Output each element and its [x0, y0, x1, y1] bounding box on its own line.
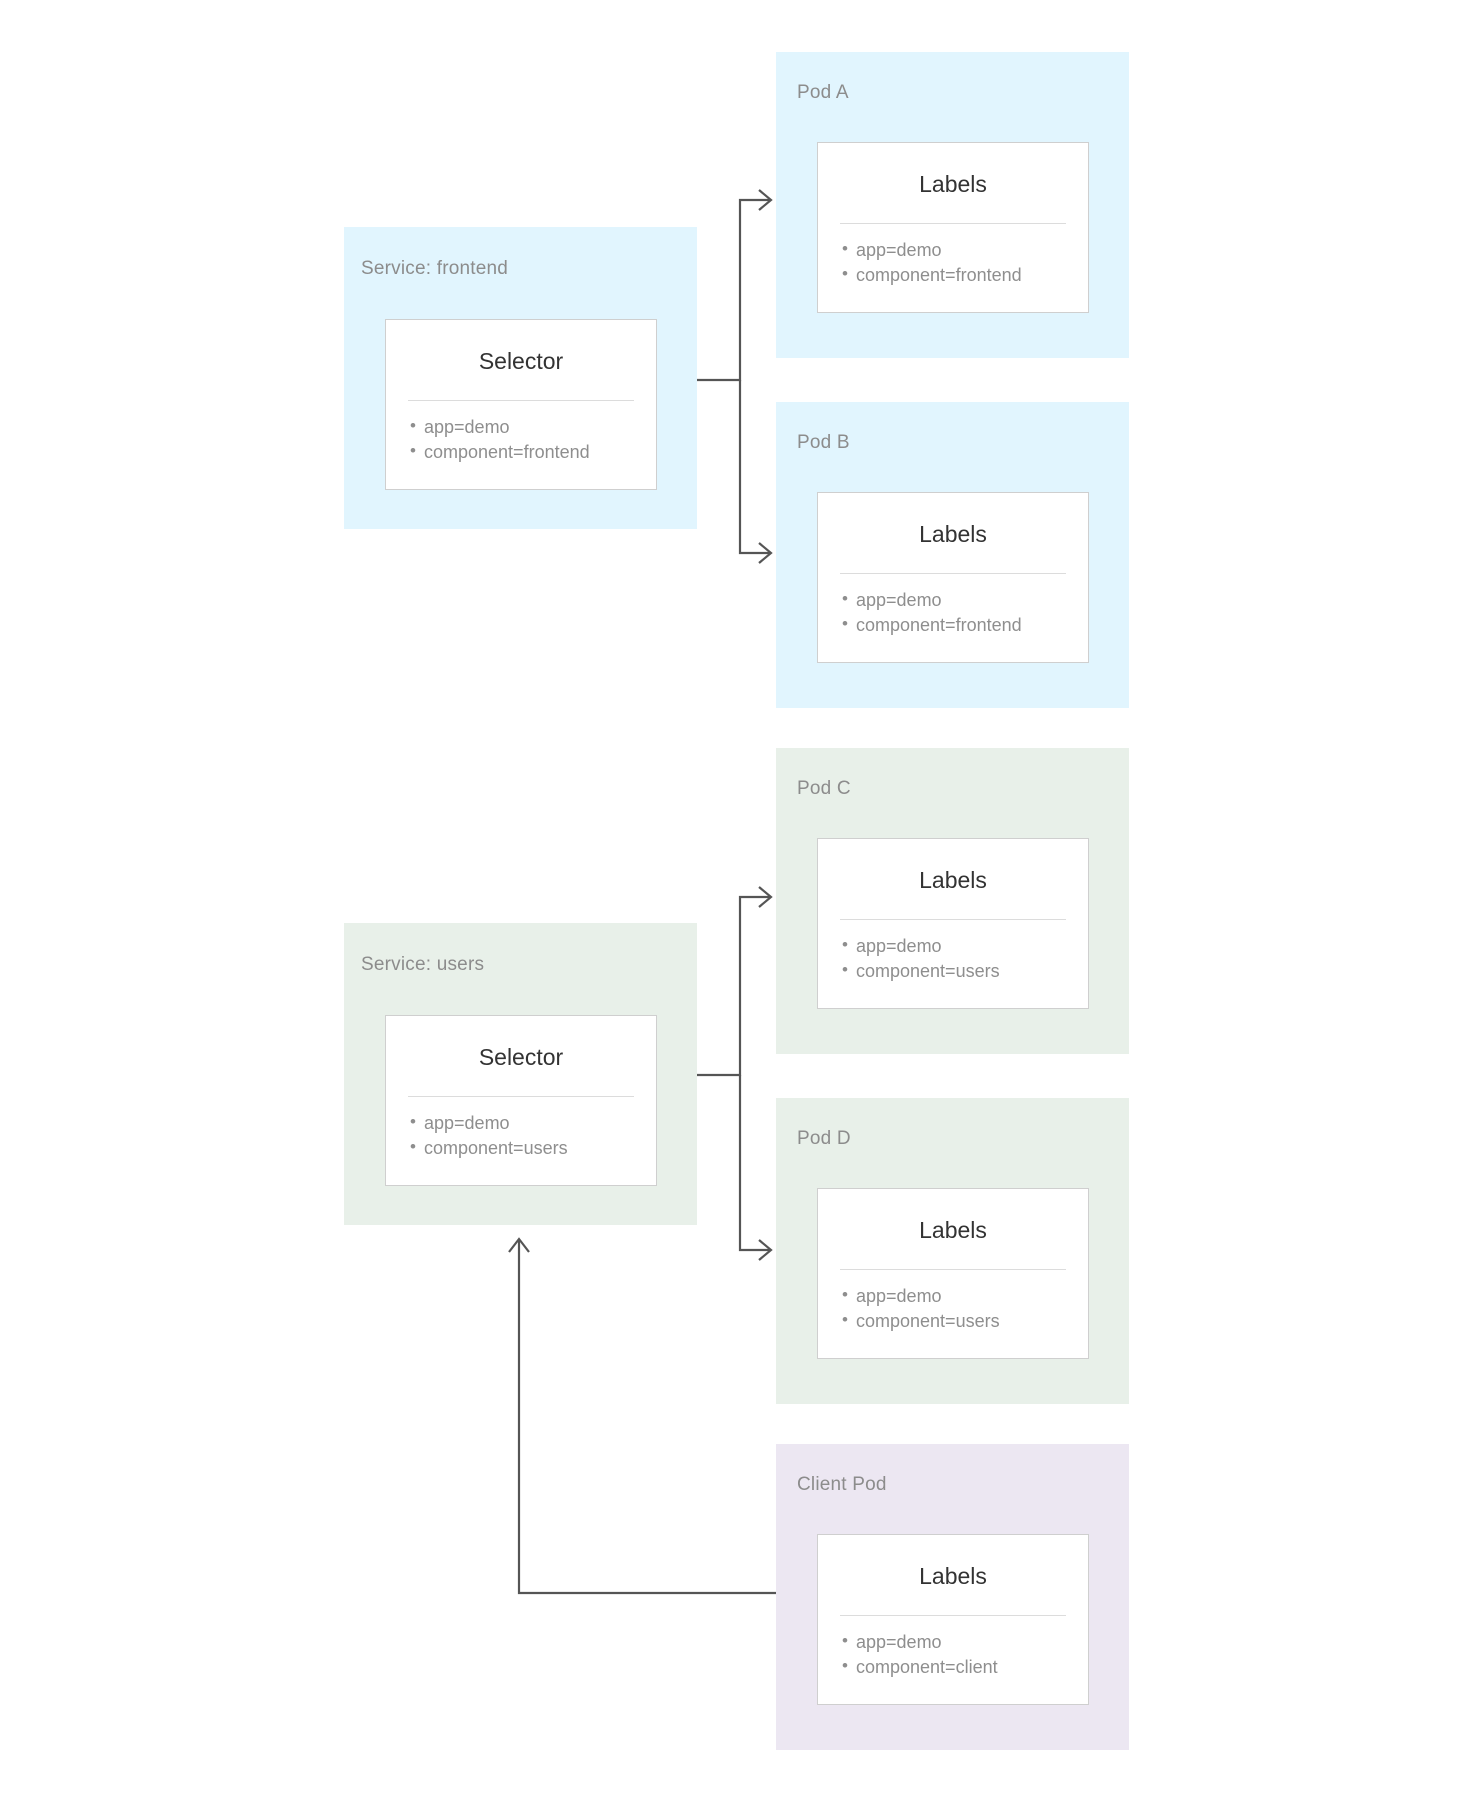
pod-label-list: app=demo component=users: [818, 920, 1088, 985]
list-item: component=users: [842, 958, 1088, 985]
pod-d-labels-card: Labels app=demo component=users: [817, 1188, 1089, 1359]
list-item: app=demo: [410, 414, 656, 441]
list-item: component=frontend: [410, 439, 656, 466]
list-item: app=demo: [842, 933, 1088, 960]
card-divider: [840, 572, 1066, 574]
arrowhead-pod-a: [758, 189, 773, 211]
connector-users-to-pod-d: [738, 1075, 770, 1252]
labels-card-title: Labels: [919, 1217, 987, 1243]
list-item: component=users: [842, 1308, 1088, 1335]
arrowhead-pod-c: [758, 886, 773, 908]
arrowhead-pod-b: [758, 542, 773, 564]
labels-card-title: Labels: [919, 1563, 987, 1589]
labels-card-title: Labels: [919, 867, 987, 893]
card-divider: [840, 222, 1066, 224]
pod-b-labels-card: Labels app=demo component=frontend: [817, 492, 1089, 663]
service-frontend-title: Service: frontend: [361, 258, 509, 279]
client-pod-title: Client Pod: [797, 1474, 887, 1495]
card-divider: [840, 918, 1066, 920]
labels-card-title: Labels: [919, 171, 987, 197]
connector-users-to-pod-c: [697, 895, 770, 1077]
pod-label-list: app=demo component=client: [818, 1616, 1088, 1681]
selector-label-list: app=demo component=frontend: [386, 401, 656, 466]
list-item: component=client: [842, 1654, 1088, 1681]
list-item: component=frontend: [842, 262, 1088, 289]
list-item: app=demo: [842, 1283, 1088, 1310]
labels-card-title: Labels: [919, 521, 987, 547]
client-pod-labels-card: Labels app=demo component=client: [817, 1534, 1089, 1705]
pod-label-list: app=demo component=frontend: [818, 224, 1088, 289]
pod-label-list: app=demo component=frontend: [818, 574, 1088, 639]
list-item: app=demo: [842, 587, 1088, 614]
list-item: component=frontend: [842, 612, 1088, 639]
card-divider: [840, 1268, 1066, 1270]
pod-b-title: Pod B: [797, 432, 850, 453]
list-item: app=demo: [842, 237, 1088, 264]
selector-label-list: app=demo component=users: [386, 1097, 656, 1162]
card-divider: [408, 1095, 634, 1097]
service-users-selector-card: Selector app=demo component=users: [385, 1015, 657, 1186]
pod-c-title: Pod C: [797, 778, 851, 799]
connector-frontend-to-pod-a: [697, 198, 770, 382]
arrowhead-pod-d: [758, 1239, 773, 1261]
list-item: app=demo: [410, 1110, 656, 1137]
list-item: component=users: [410, 1135, 656, 1162]
arrowhead-users-service: [508, 1237, 530, 1253]
selector-card-title: Selector: [478, 1044, 564, 1070]
service-frontend-selector-card: Selector app=demo component=frontend: [385, 319, 657, 490]
card-divider: [408, 399, 634, 401]
pod-label-list: app=demo component=users: [818, 1270, 1088, 1335]
pod-d-title: Pod D: [797, 1128, 851, 1149]
pod-c-labels-card: Labels app=demo component=users: [817, 838, 1089, 1009]
card-divider: [840, 1614, 1066, 1616]
connector-frontend-to-pod-b: [738, 380, 770, 555]
connector-client-pod-to-users: [517, 1240, 777, 1595]
pod-a-title: Pod A: [797, 82, 849, 103]
pod-a-labels-card: Labels app=demo component=frontend: [817, 142, 1089, 313]
list-item: app=demo: [842, 1629, 1088, 1656]
service-users-title: Service: users: [361, 954, 485, 975]
selector-card-title: Selector: [478, 348, 564, 374]
